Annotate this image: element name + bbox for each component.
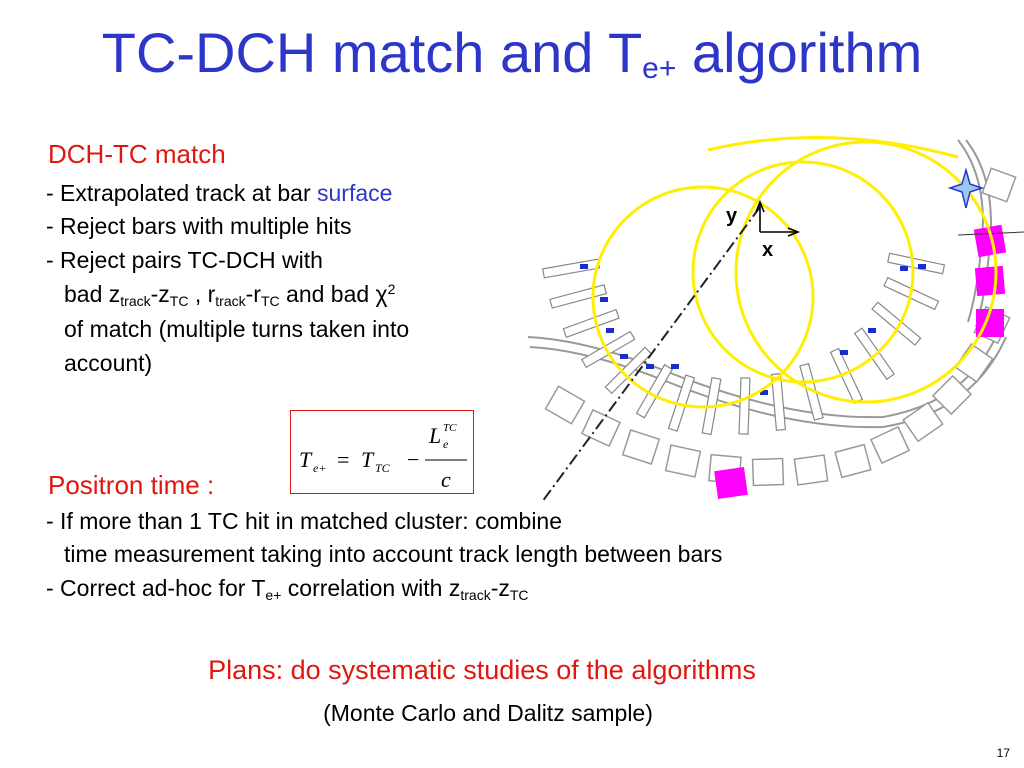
f-t-sub: TC bbox=[375, 461, 391, 475]
f-lhs: T bbox=[299, 447, 313, 472]
dch-right-curve bbox=[957, 139, 985, 323]
axis-y-label: y bbox=[726, 205, 738, 227]
plans-heading: Plans: do systematic studies of the algo… bbox=[208, 655, 756, 685]
match-bullet-3-cont3: account) bbox=[64, 350, 153, 376]
pbs1: e+ bbox=[265, 587, 282, 603]
match-bullet-1-highlight: surface bbox=[317, 180, 393, 206]
f-eq: = bbox=[337, 447, 349, 472]
title-main: TC-DCH match and T bbox=[101, 21, 643, 84]
formula-box: T e+ = T TC − L TC e c bbox=[290, 410, 474, 494]
t4: -r bbox=[245, 281, 261, 307]
t1: bad z bbox=[64, 281, 121, 307]
f-num-sup: TC bbox=[443, 422, 457, 434]
f-t: T bbox=[361, 447, 375, 472]
detector-diagram: y x bbox=[528, 136, 1024, 503]
pb1: - Correct ad-hoc for T bbox=[46, 575, 266, 601]
plans-subtitle: (Monte Carlo and Dalitz sample) bbox=[323, 700, 653, 726]
title-subscript: e+ bbox=[642, 52, 677, 85]
sup: 2 bbox=[387, 281, 396, 297]
tc-bars bbox=[544, 167, 1017, 487]
match-heading: DCH-TC match bbox=[48, 139, 226, 169]
match-bullet-1: - Extrapolated track at bar surface bbox=[46, 180, 393, 206]
title-tail: algorithm bbox=[676, 21, 923, 84]
match-bullet-3-cont2: of match (multiple turns taken into bbox=[64, 316, 410, 342]
pbs2: track bbox=[460, 587, 491, 603]
pbs3: TC bbox=[509, 587, 529, 603]
dch-hits bbox=[580, 264, 926, 395]
match-bullet-3-cont: bad ztrack-zTC , rtrack-rTC and bad χ2 bbox=[64, 281, 396, 309]
positron-tracks bbox=[591, 136, 998, 409]
positron-bullet-1-cont: time measurement taking into account tra… bbox=[64, 541, 723, 567]
pb3: -z bbox=[490, 575, 510, 601]
slide-title: TC-DCH match and Te+ algorithm bbox=[0, 22, 1024, 85]
f-num: L bbox=[428, 423, 441, 448]
f-num-sub: e bbox=[443, 437, 449, 451]
f-den: c bbox=[441, 467, 451, 492]
s4: TC bbox=[260, 293, 280, 309]
match-bullet-2: - Reject bars with multiple hits bbox=[46, 213, 352, 239]
s1: track bbox=[120, 293, 151, 309]
positron-bullet-2: - Correct ad-hoc for Te+ correlation wit… bbox=[46, 575, 529, 603]
s2: TC bbox=[169, 293, 189, 309]
target-star-icon bbox=[947, 167, 985, 209]
s3: track bbox=[215, 293, 246, 309]
t2: -z bbox=[150, 281, 170, 307]
positron-bullet-1: - If more than 1 TC hit in matched clust… bbox=[46, 508, 563, 534]
positron-heading: Positron time : bbox=[48, 470, 215, 500]
dch-right-curve-2 bbox=[965, 139, 993, 328]
page-number: 17 bbox=[996, 746, 1010, 760]
match-bullet-3: - Reject pairs TC-DCH with bbox=[46, 247, 323, 273]
axes bbox=[755, 199, 801, 237]
t3: , r bbox=[188, 281, 216, 307]
axis-x-label: x bbox=[762, 239, 773, 261]
match-bullet-1-text: - Extrapolated track at bar bbox=[46, 180, 318, 206]
f-lhs-sub: e+ bbox=[313, 461, 326, 475]
pb2: correlation with z bbox=[281, 575, 461, 601]
f-minus: − bbox=[407, 447, 419, 472]
t5: and bad χ bbox=[279, 281, 388, 307]
beam-line bbox=[541, 206, 761, 503]
